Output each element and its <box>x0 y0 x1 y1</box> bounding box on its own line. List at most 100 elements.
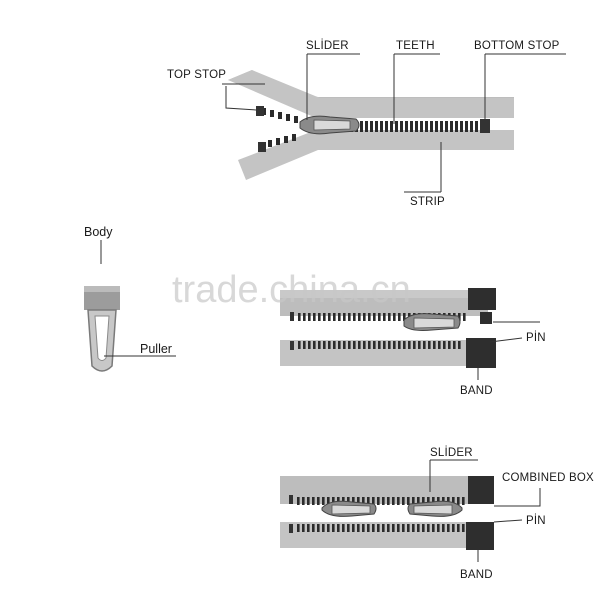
tooth <box>425 121 428 132</box>
bottom-top-stop-a <box>289 495 293 504</box>
tooth <box>430 121 433 132</box>
tooth <box>452 524 455 532</box>
tooth <box>328 313 331 321</box>
tooth <box>352 524 355 532</box>
tooth <box>338 313 341 321</box>
tooth <box>372 524 375 532</box>
slider-label-bottom: SLİDER <box>430 446 473 459</box>
tooth <box>463 313 466 321</box>
tooth <box>402 497 405 505</box>
tooth <box>363 341 366 349</box>
tooth <box>415 121 418 132</box>
tooth <box>435 121 438 132</box>
top-stop-upper <box>256 106 264 116</box>
tooth <box>385 121 388 132</box>
tooth <box>322 524 325 532</box>
bottom-band-box <box>466 522 494 550</box>
tooth <box>378 313 381 321</box>
tooth <box>333 313 336 321</box>
tooth <box>298 313 301 321</box>
tooth <box>423 341 426 349</box>
tooth <box>378 341 381 349</box>
tooth <box>440 121 443 132</box>
tooth <box>337 524 340 532</box>
lower-branch-teeth <box>268 134 296 147</box>
tooth <box>303 341 306 349</box>
tooth <box>420 121 423 132</box>
tooth <box>433 341 436 349</box>
top-stop-lower <box>258 142 266 152</box>
tooth <box>375 121 378 132</box>
mid-top-stop-b <box>290 341 294 350</box>
tooth <box>365 121 368 132</box>
bottom-lower-teeth <box>297 524 465 532</box>
tooth <box>462 524 465 532</box>
combined-box-label: COMBINED BOX <box>502 472 594 484</box>
body-label: Body <box>84 225 113 239</box>
tooth <box>342 524 345 532</box>
tooth <box>457 497 460 505</box>
tooth <box>392 497 395 505</box>
tooth <box>475 121 478 132</box>
tooth <box>422 497 425 505</box>
tooth <box>297 524 300 532</box>
tooth <box>317 524 320 532</box>
tooth <box>347 524 350 532</box>
tooth <box>422 524 425 532</box>
tooth <box>358 341 361 349</box>
tooth <box>370 121 373 132</box>
tooth <box>308 341 311 349</box>
combined-box <box>468 476 494 504</box>
tooth <box>397 497 400 505</box>
tooth <box>377 497 380 505</box>
band-box <box>466 338 496 368</box>
tooth <box>398 341 401 349</box>
open-zipper-figure: TOP STOP SLİDER TEETH BOTTOM STOP STRIP <box>167 39 566 208</box>
tooth <box>347 497 350 505</box>
tooth <box>445 121 448 132</box>
tooth <box>395 121 398 132</box>
tooth <box>323 313 326 321</box>
tooth <box>388 313 391 321</box>
tooth <box>390 121 393 132</box>
tooth <box>317 497 320 505</box>
tooth <box>383 341 386 349</box>
tooth <box>407 524 410 532</box>
tooth <box>457 524 460 532</box>
tooth <box>462 497 465 505</box>
tooth <box>382 524 385 532</box>
tooth <box>402 524 405 532</box>
tooth <box>392 524 395 532</box>
tooth <box>343 313 346 321</box>
tooth <box>318 341 321 349</box>
bottom-stop <box>480 119 490 133</box>
tooth <box>382 497 385 505</box>
tooth <box>352 497 355 505</box>
pin-stub <box>480 312 492 324</box>
tooth <box>447 524 450 532</box>
tooth <box>458 313 461 321</box>
tooth <box>333 341 336 349</box>
tooth <box>302 497 305 505</box>
tooth <box>353 313 356 321</box>
tooth <box>412 524 415 532</box>
tooth <box>348 313 351 321</box>
tooth <box>417 524 420 532</box>
tooth <box>338 341 341 349</box>
tooth <box>453 341 456 349</box>
tooth <box>303 313 306 321</box>
tooth <box>363 313 366 321</box>
tooth <box>387 524 390 532</box>
tooth <box>383 313 386 321</box>
tooth <box>373 313 376 321</box>
tooth <box>407 497 410 505</box>
watermark: trade.china.cn <box>172 269 411 311</box>
slider-label-top: SLİDER <box>306 39 349 52</box>
tooth <box>398 313 401 321</box>
tooth <box>455 121 458 132</box>
band-label-bottom: BAND <box>460 569 493 581</box>
tooth <box>427 524 430 532</box>
tooth <box>380 121 383 132</box>
tooth <box>368 313 371 321</box>
